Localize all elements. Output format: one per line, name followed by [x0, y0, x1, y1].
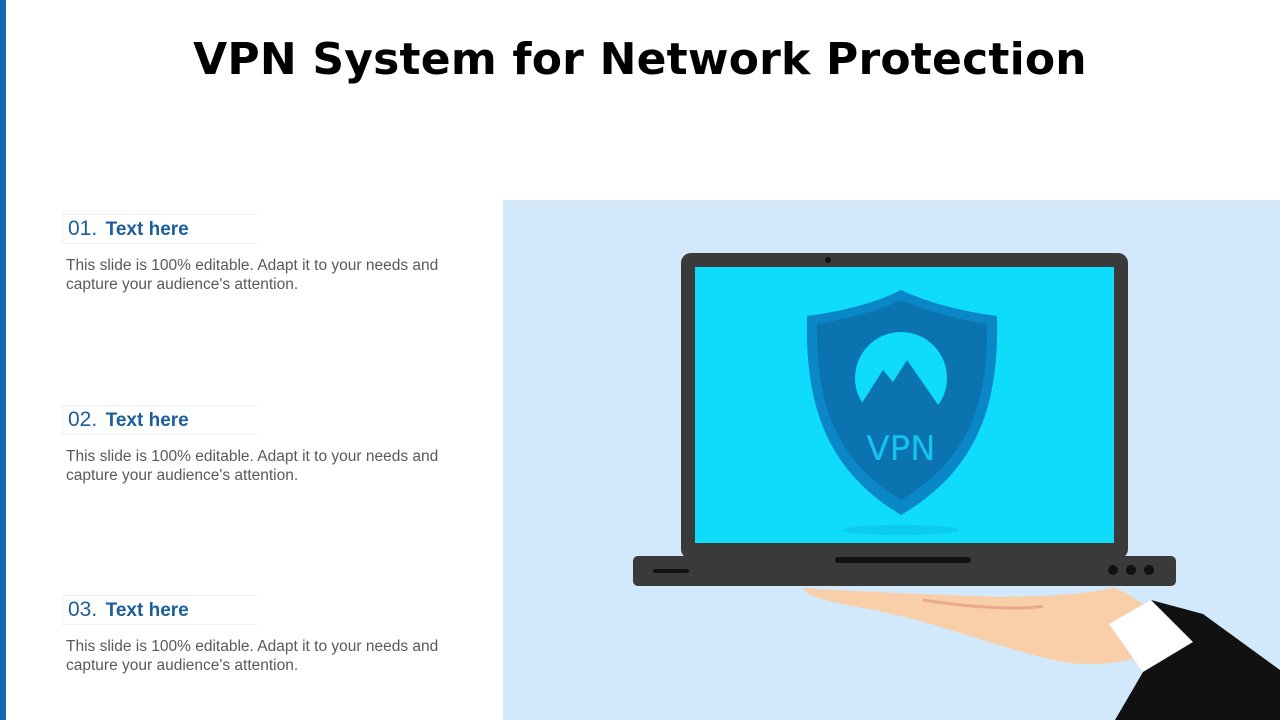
item-heading-1: 01. Text here [62, 214, 257, 244]
list-item-3: 03. Text here This slide is 100% editabl… [62, 595, 462, 675]
indicator-light-3 [1144, 565, 1154, 575]
slide-title: VPN System for Network Protection [193, 34, 1087, 85]
item-label-1: Text here [105, 219, 189, 240]
webcam-icon [825, 257, 831, 263]
hand-icon [803, 588, 1163, 664]
suit-sleeve-icon [1115, 600, 1280, 720]
item-heading-3: 03. Text here [62, 595, 257, 625]
item-description-3: This slide is 100% editable. Adapt it to… [66, 638, 439, 674]
vpn-illustration-panel: VPN [503, 200, 1280, 720]
vpn-laptop-illustration: VPN [633, 253, 1280, 720]
item-number-2: 02. [68, 408, 98, 431]
list-item-1: 01. Text here This slide is 100% editabl… [62, 214, 462, 294]
item-label-3: Text here [105, 600, 189, 621]
item-number-3: 03. [68, 598, 98, 621]
vpn-badge-text: VPN [866, 429, 935, 469]
indicator-light-1 [1108, 565, 1118, 575]
item-heading-2: 02. Text here [62, 405, 257, 435]
indicator-light-2 [1126, 565, 1136, 575]
laptop-base [633, 556, 1176, 586]
item-label-2: Text here [105, 410, 189, 431]
shirt-cuff-icon [1109, 600, 1193, 672]
list-item-2: 02. Text here This slide is 100% editabl… [62, 405, 462, 485]
vpn-shield-icon: VPN [806, 290, 998, 515]
item-number-1: 01. [68, 217, 98, 240]
left-accent-bar [0, 0, 6, 720]
item-description-2: This slide is 100% editable. Adapt it to… [66, 448, 439, 484]
base-slot [653, 569, 689, 573]
item-description-1: This slide is 100% editable. Adapt it to… [66, 257, 439, 293]
